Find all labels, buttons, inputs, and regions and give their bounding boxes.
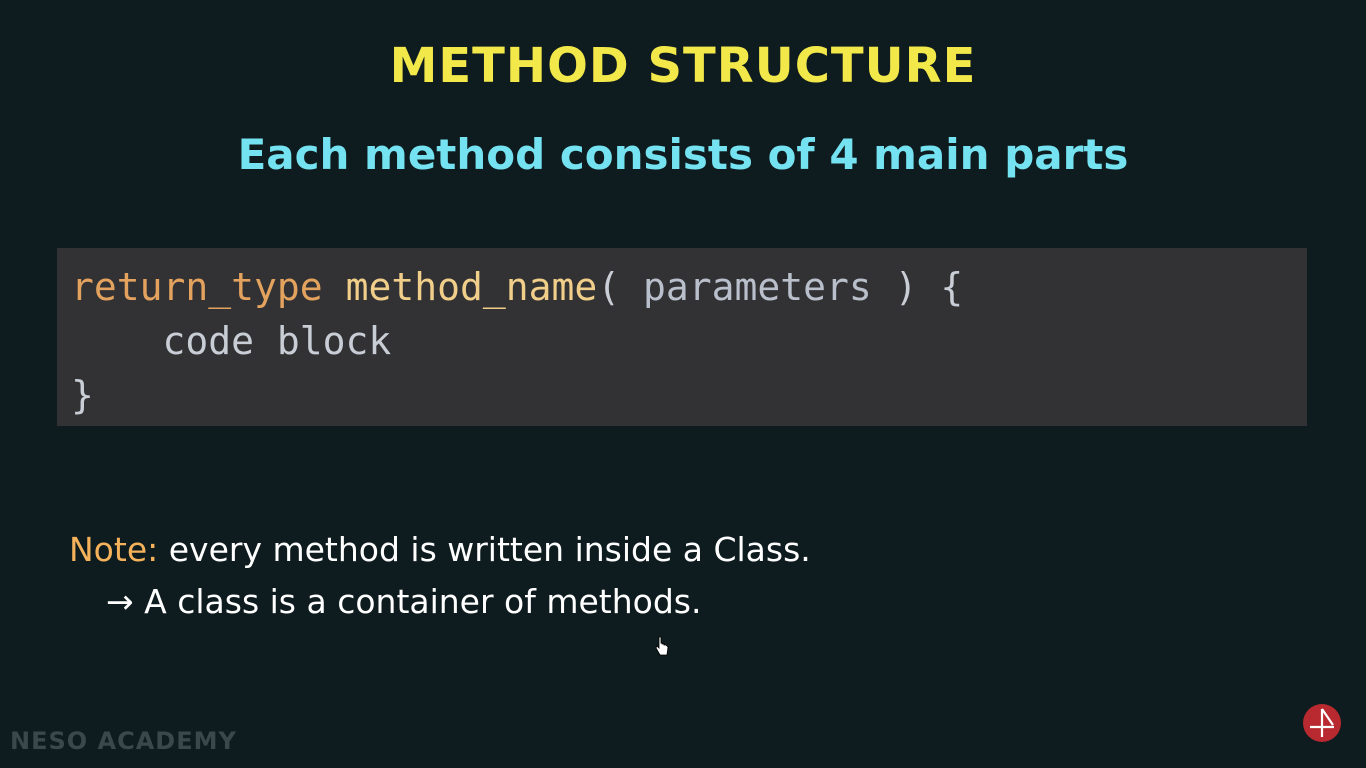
watermark: NESO ACADEMY bbox=[10, 727, 237, 755]
note: Note: every method is written inside a C… bbox=[69, 530, 811, 569]
code-closing-brace: } bbox=[71, 373, 94, 417]
note-sub-point: → A class is a container of methods. bbox=[106, 582, 701, 621]
code-close-paren-brace: ) { bbox=[871, 265, 964, 309]
note-sub-text: A class is a container of methods. bbox=[144, 582, 702, 621]
code-line-signature: return_type method_name( parameters ) { bbox=[71, 260, 1307, 314]
neso-academy-logo-icon bbox=[1303, 704, 1341, 742]
hand-cursor-icon bbox=[655, 636, 669, 656]
code-body: code block bbox=[162, 319, 392, 363]
note-label: Note: bbox=[69, 530, 159, 569]
note-text: every method is written inside a Class. bbox=[168, 530, 811, 569]
arrow-icon: → bbox=[106, 582, 134, 621]
code-open-paren: ( bbox=[597, 265, 643, 309]
code-line-closing: } bbox=[71, 368, 1307, 422]
slide-title: METHOD STRUCTURE bbox=[389, 38, 977, 94]
slide-subtitle: Each method consists of 4 main parts bbox=[237, 130, 1129, 179]
code-return-type: return_type bbox=[71, 265, 323, 309]
code-block: return_type method_name( parameters ) { … bbox=[57, 248, 1307, 426]
code-parameters: parameters bbox=[643, 265, 872, 309]
code-method-name: method_name bbox=[345, 265, 598, 309]
code-line-body: code block bbox=[71, 314, 1307, 368]
